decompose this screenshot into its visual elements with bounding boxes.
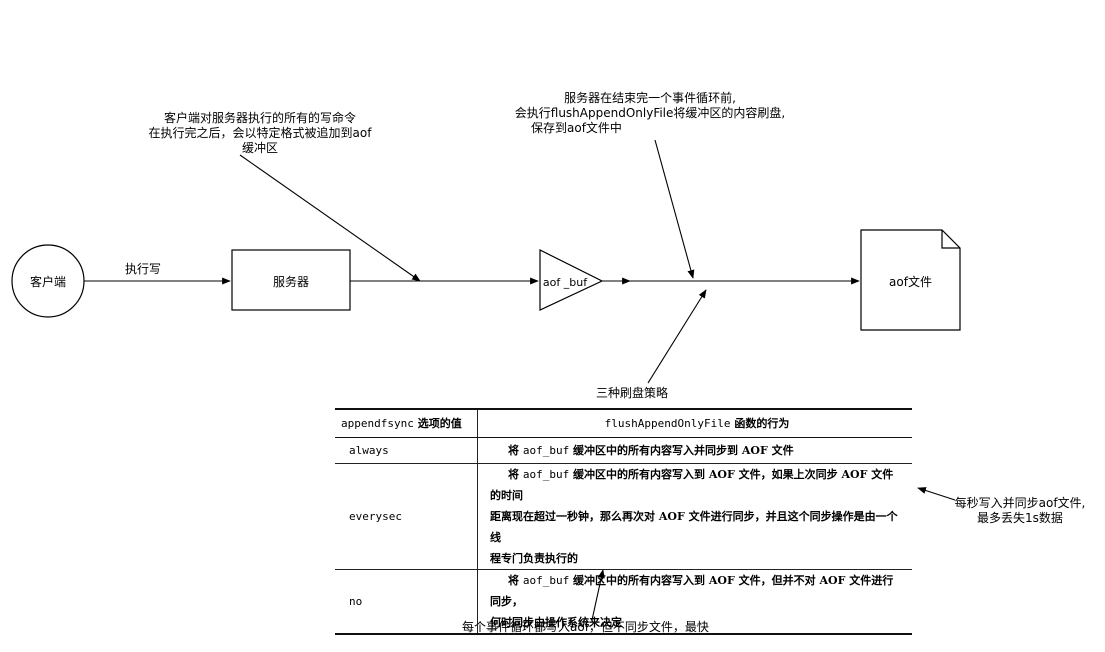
header-behavior-code: flushAppendOnlyFile (604, 416, 731, 430)
header-option-text: 选项的值 (417, 417, 462, 431)
flush-note-line-2: 会执行flushAppendOnlyFile将缓冲区的内容刷盘, (514, 106, 786, 120)
everysec-note-line-2: 最多丢失1s数据 (977, 511, 1063, 525)
strategies-label: 三种刷盘策略 (596, 386, 669, 400)
header-option-code: appendfsync (341, 417, 414, 431)
table-row: no 将 aof_buf 缓冲区中的所有内容写入到 AOF 文件，但并不对 AO… (335, 569, 912, 635)
flush-note-line-1: 服务器在结束完一个事件循环前, (564, 91, 736, 105)
aof-buf-label: aof _buf (542, 275, 588, 289)
aof-buf-node (539, 249, 604, 311)
aof-file-label: aof文件 (889, 274, 932, 289)
arrow-flush-note (654, 139, 695, 279)
aof-file-node (860, 229, 961, 331)
header-behavior-text: 函数的行为 (734, 416, 790, 430)
appendfsync-table: appendfsync 选项的值 flushAppendOnlyFile 函数的… (335, 408, 912, 635)
behavior-cell: 将 aof_buf 缓冲区中的所有内容写入并同步到 AOF 文件 (477, 437, 912, 464)
flush-note: 服务器在结束完一个事件循环前, 会执行flushAppendOnlyFile将缓… (500, 91, 800, 136)
behavior-line: 程专门负责执行的 (490, 551, 578, 565)
behavior-line: 距离现在超过一秒钟，那么再次对 AOF 文件进行同步，并且这个同步操作是由一个线 (490, 509, 898, 544)
everysec-note: 每秒写入并同步aof文件, 最多丢失1s数据 (940, 496, 1100, 526)
append-note-line-3: 缓冲区 (241, 141, 278, 155)
arrow-append-note (239, 154, 421, 282)
arrow-strategies (647, 289, 707, 384)
append-note-line-1: 客户端对服务器执行的所有的写命令 (163, 111, 356, 125)
flush-note-line-3: 保存到aof文件中 (531, 121, 622, 135)
everysec-note-line-1: 每秒写入并同步aof文件, (954, 496, 1086, 510)
append-note: 客户端对服务器执行的所有的写命令 在执行完之后，会以特定格式被追加到aof 缓冲… (110, 111, 410, 156)
option-cell: no (335, 569, 478, 635)
behavior-line: 将 aof_buf 缓冲区中的所有内容写入并同步到 AOF 文件 (508, 443, 794, 457)
option-cell: everysec (335, 463, 478, 570)
header-option: appendfsync 选项的值 (335, 408, 478, 438)
behavior-line: 将 aof_buf 缓冲区中的所有内容写入到 AOF 文件，但并不对 AOF 文… (490, 573, 894, 608)
server-node (231, 249, 351, 311)
behavior-cell: 将 aof_buf 缓冲区中的所有内容写入到 AOF 文件，如果上次同步 AOF… (477, 463, 912, 570)
option-cell: always (335, 437, 478, 464)
append-note-line-2: 在执行完之后，会以特定格式被追加到aof (148, 126, 372, 140)
table-header-row: appendfsync 选项的值 flushAppendOnlyFile 函数的… (335, 408, 912, 438)
table-row: everysec 将 aof_buf 缓冲区中的所有内容写入到 AOF 文件，如… (335, 463, 912, 570)
table-row: always 将 aof_buf 缓冲区中的所有内容写入并同步到 AOF 文件 (335, 437, 912, 464)
behavior-cell: 将 aof_buf 缓冲区中的所有内容写入到 AOF 文件，但并不对 AOF 文… (477, 569, 912, 635)
server-label: 服务器 (272, 274, 309, 289)
behavior-line: 何时同步由操作系统来决定 (490, 615, 622, 629)
header-behavior: flushAppendOnlyFile 函数的行为 (477, 408, 912, 438)
write-edge-label: 执行写 (125, 262, 162, 276)
behavior-line: 将 aof_buf 缓冲区中的所有内容写入到 AOF 文件，如果上次同步 AOF… (490, 467, 894, 502)
aof-file-fold (941, 230, 960, 249)
client-label: 客户端 (29, 274, 66, 289)
arrow-everysec-note (917, 487, 956, 501)
